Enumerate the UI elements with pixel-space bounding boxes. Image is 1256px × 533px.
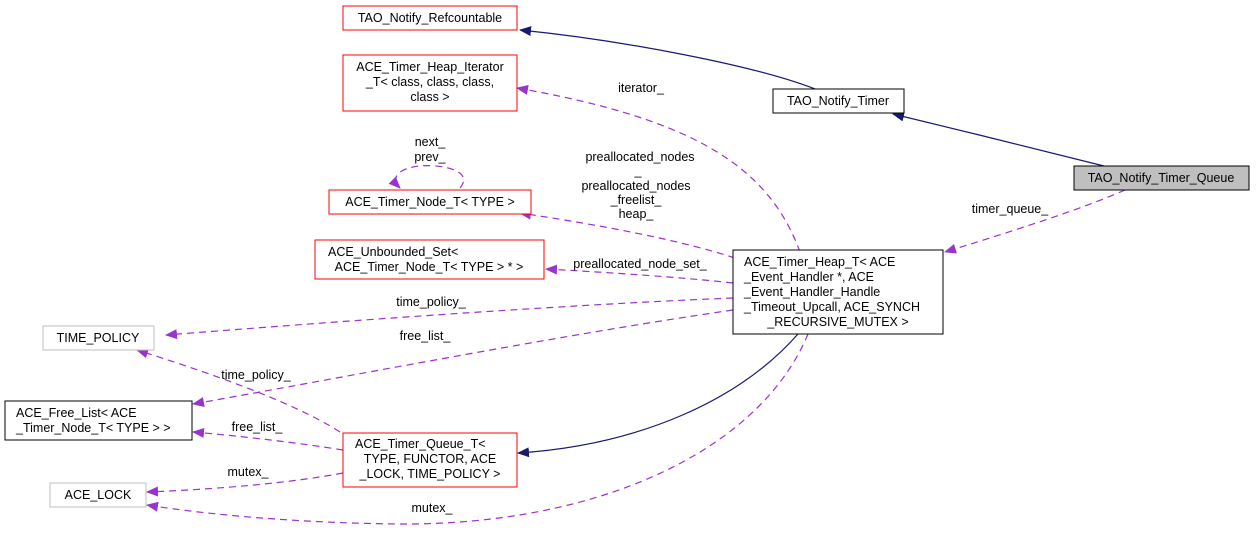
node-label-line-5: _RECURSIVE_MUTEX > <box>766 315 908 329</box>
edge-label-preallocated-node-set: preallocated_node_set_ <box>573 257 707 271</box>
edge-notify-timer-queue-to-notify-timer <box>892 111 1109 168</box>
node-label-line-3: _LOCK, TIME_POLICY > <box>359 467 501 481</box>
edge-label-queue-mutex: mutex_ <box>228 465 270 479</box>
edge-preallocated-node-set-member <box>545 264 734 284</box>
edge-heap-mutex-member <box>146 333 809 525</box>
node-ace-timer-queue[interactable]: ACE_Timer_Queue_T< TYPE, FUNCTOR, ACE _L… <box>342 432 518 488</box>
edge-label-next: next_ <box>415 135 447 149</box>
edge-queue-free-list-member <box>192 427 344 451</box>
node-time-policy[interactable]: TIME_POLICY <box>42 325 155 351</box>
edge-label-queue-time-policy: time_policy_ <box>221 368 292 382</box>
edge-heap-free-list-member <box>192 309 734 408</box>
node-label-line-2: ACE_Timer_Node_T< TYPE > * > <box>335 260 524 274</box>
node-label-line-4: _Timeout_Upcall, ACE_SYNCH <box>743 300 920 314</box>
node-label-line-2: TYPE, FUNCTOR, ACE <box>364 452 496 466</box>
node-ace-free-list[interactable]: ACE_Free_List< ACE _Timer_Node_T< TYPE >… <box>4 400 193 441</box>
node-tao-notify-timer[interactable]: TAO_Notify_Timer <box>772 88 905 114</box>
node-label-line-1: ACE_Free_List< ACE <box>16 406 137 420</box>
node-label: ACE_LOCK <box>65 488 132 502</box>
edge-label-iterator: iterator_ <box>618 81 665 95</box>
edge-label-heap-free-list: free_list_ <box>400 329 452 343</box>
node-label-line-1: ACE_Timer_Heap_Iterator <box>356 60 504 74</box>
edge-label-preallocated-nodes-2: _ <box>634 164 643 178</box>
edge-timer-heap-to-timer-queue <box>517 333 799 458</box>
edge-heap-time-policy-member <box>165 297 734 340</box>
node-label-line-1: ACE_Timer_Heap_T< ACE <box>744 255 895 269</box>
edge-queue-time-policy-member <box>136 348 341 433</box>
edge-label-preallocated-nodes-5: heap_ <box>619 207 655 221</box>
node-tao-notify-refcountable[interactable]: TAO_Notify_Refcountable <box>342 5 518 31</box>
node-label-line-2: _T< class, class, class, <box>365 75 494 89</box>
node-label: TAO_Notify_Timer <box>787 94 889 108</box>
node-label: TAO_Notify_Timer_Queue <box>1088 171 1235 185</box>
node-label: TIME_POLICY <box>57 331 140 345</box>
edge-label-preallocated-nodes-4: _freelist_ <box>610 193 663 207</box>
node-label-line-2: _Event_Handler *, ACE <box>743 270 874 284</box>
edge-label-preallocated-nodes-3: preallocated_nodes <box>581 179 690 193</box>
node-label: ACE_Timer_Node_T< TYPE > <box>345 195 515 209</box>
edge-label-preallocated-nodes-1: preallocated_nodes <box>585 150 694 164</box>
edge-label-queue-free-list: free_list_ <box>232 420 284 434</box>
node-label: TAO_Notify_Refcountable <box>358 11 502 25</box>
node-ace-timer-heap-iterator[interactable]: ACE_Timer_Heap_Iterator _T< class, class… <box>342 54 518 112</box>
node-label-line-3: _Event_Handler_Handle <box>743 285 880 299</box>
node-ace-lock[interactable]: ACE_LOCK <box>49 482 147 508</box>
edge-label-heap-time-policy: time_policy_ <box>396 295 467 309</box>
edge-preallocated-nodes-member <box>519 209 736 259</box>
edge-label-heap-mutex: mutex_ <box>412 501 454 515</box>
edge-timer-queue-member <box>944 189 1126 254</box>
node-label-line-1: ACE_Unbounded_Set< <box>328 245 458 259</box>
node-label-line-3: class > <box>410 90 449 104</box>
edge-label-prev: prev_ <box>414 150 446 164</box>
node-ace-timer-heap[interactable]: ACE_Timer_Heap_T< ACE _Event_Handler *, … <box>732 249 944 335</box>
edge-label-timer-queue: timer_queue_ <box>972 202 1049 216</box>
node-label-line-1: ACE_Timer_Queue_T< <box>355 437 486 451</box>
node-ace-timer-node[interactable]: ACE_Timer_Node_T< TYPE > <box>328 189 532 215</box>
edge-iterator-member <box>516 84 801 253</box>
node-ace-unbounded-set[interactable]: ACE_Unbounded_Set< ACE_Timer_Node_T< TYP… <box>314 239 545 280</box>
node-label-line-2: _Timer_Node_T< TYPE > > <box>15 421 171 435</box>
edge-queue-mutex-member <box>146 472 344 497</box>
edge-timer-node-self-loop <box>388 165 464 189</box>
node-tao-notify-timer-queue[interactable]: TAO_Notify_Timer_Queue <box>1073 165 1250 191</box>
edge-notify-timer-to-refcountable <box>519 26 821 92</box>
